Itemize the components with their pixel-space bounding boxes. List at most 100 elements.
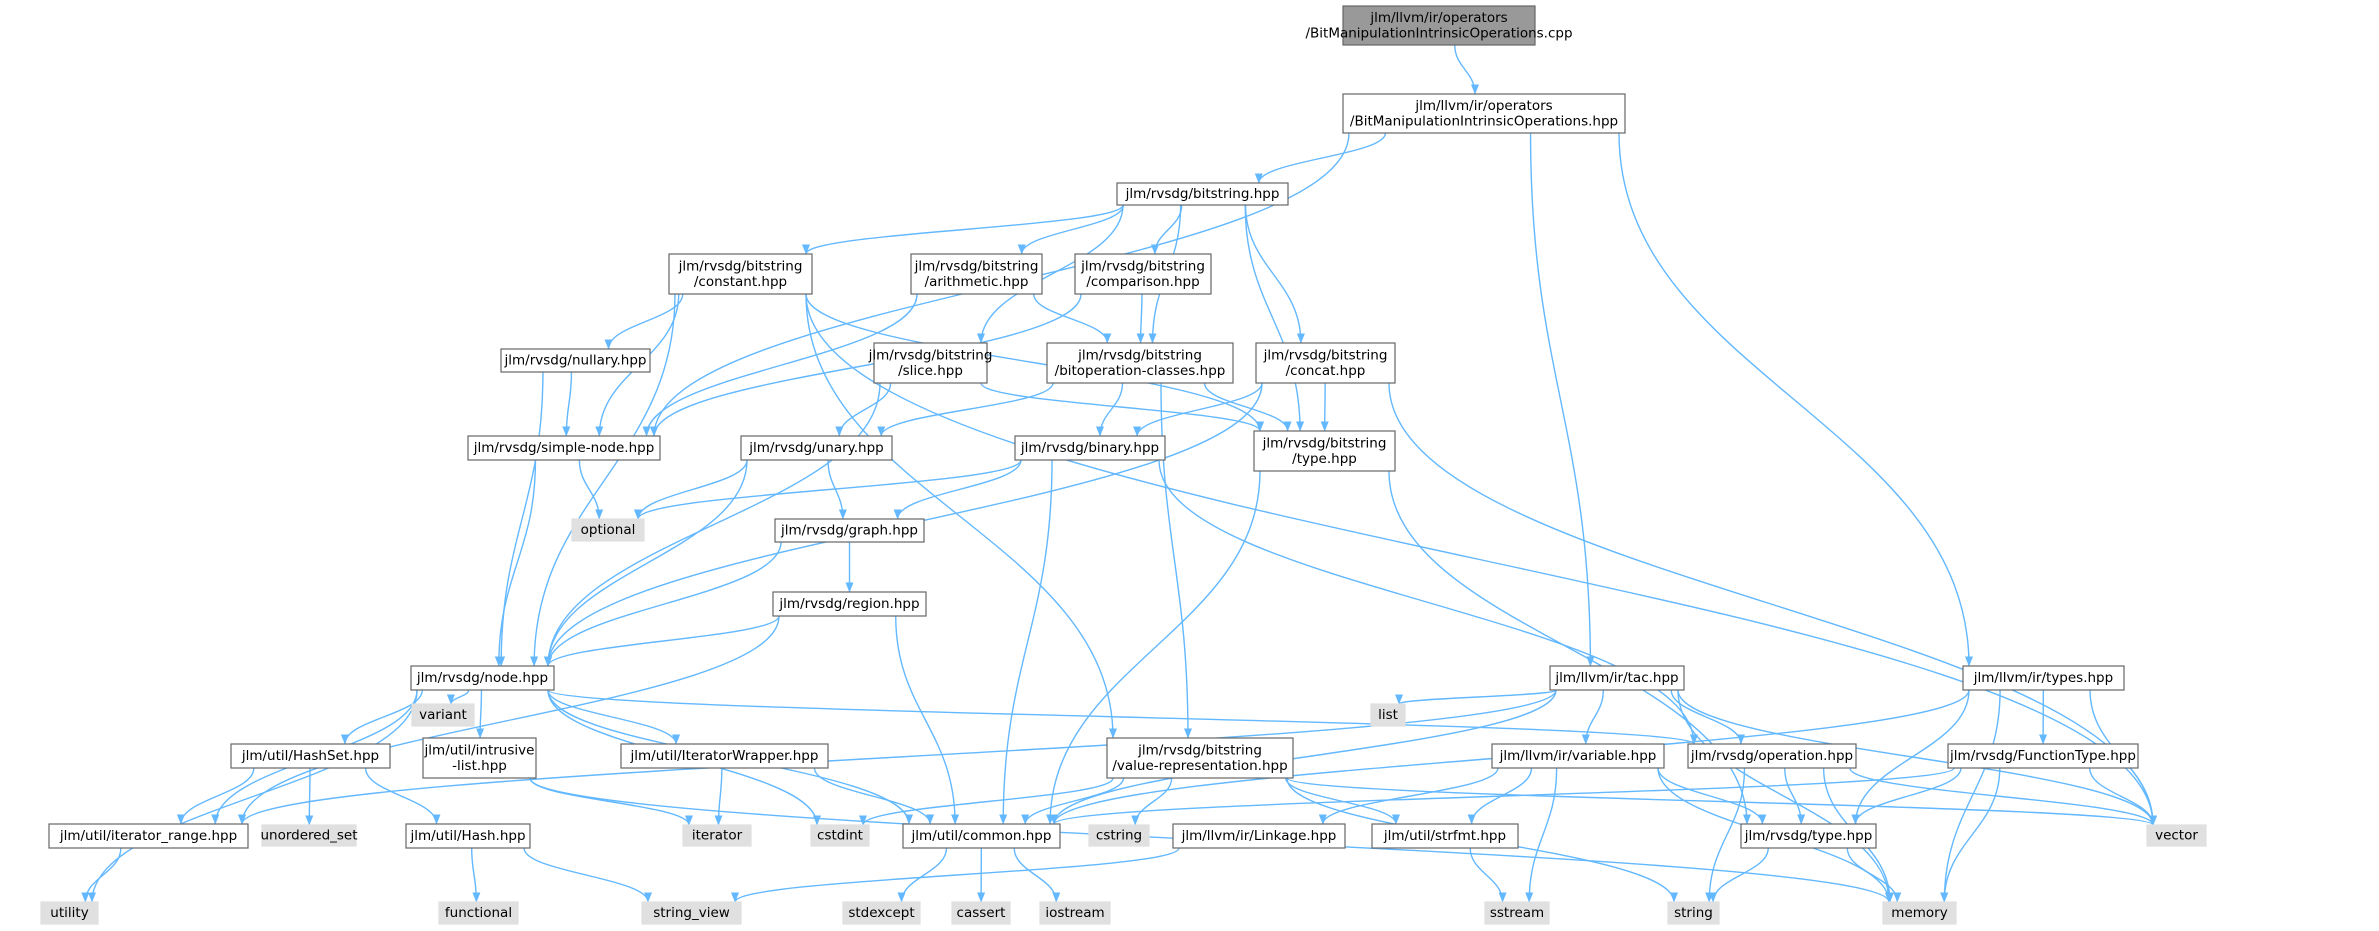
edge-valuerep_hpp-to-cstdint bbox=[859, 777, 1114, 826]
edge-bmio_hpp-to-bitstring_hpp bbox=[1254, 132, 1387, 184]
node-bitstring-hpp[interactable]: jlm/rvsdg/bitstring.hpp bbox=[1116, 182, 1289, 206]
node-simplenode-hpp[interactable]: jlm/rvsdg/simple-node.hpp bbox=[467, 435, 661, 461]
node-cstring: cstring bbox=[1088, 824, 1150, 847]
edge-node_hpp-to-iterwrap_hpp bbox=[547, 689, 681, 745]
node-box bbox=[810, 824, 870, 847]
node-variable-hpp[interactable]: jlm/llvm/ir/variable.hpp bbox=[1491, 743, 1665, 769]
edge-valuerep_hpp-to-strfmt_hpp bbox=[1285, 777, 1400, 825]
node-box bbox=[772, 591, 927, 617]
node-label: jlm/llvm/ir/operators bbox=[1369, 10, 1507, 26]
edge-region_hpp-to-common_hpp bbox=[895, 615, 960, 825]
node-label: cassert bbox=[957, 905, 1006, 921]
node-region-hpp[interactable]: jlm/rvsdg/region.hpp bbox=[772, 591, 927, 617]
edge-bitstring_hpp-to-constant_hpp bbox=[802, 204, 1124, 255]
edge-constant_hpp-to-vector bbox=[805, 293, 2157, 826]
node-intrusive-hpp[interactable]: jlm/util/intrusive-list.hpp bbox=[422, 737, 537, 779]
node-linkage-hpp[interactable]: jlm/llvm/ir/Linkage.hpp bbox=[1172, 823, 1346, 849]
edge-valuerep_hpp-to-vector bbox=[1286, 777, 2157, 826]
edge-node_hpp-to-intrusive_hpp bbox=[476, 689, 485, 739]
node-arithmetic-hpp[interactable]: jlm/rvsdg/bitstring/arithmetic.hpp bbox=[910, 253, 1043, 295]
edge-comparison_hpp-to-bitop_hpp bbox=[1136, 293, 1145, 344]
edge-region_hpp-to-node_hpp bbox=[544, 615, 780, 667]
node-label: jlm/rvsdg/bitstring bbox=[1262, 435, 1387, 451]
node-root[interactable]: jlm/llvm/ir/operators/BitManipulationInt… bbox=[1305, 5, 1573, 46]
node-box bbox=[1046, 342, 1234, 384]
edge-intrusive_hpp-to-iterator bbox=[529, 777, 693, 826]
node-comparison-hpp[interactable]: jlm/rvsdg/bitstring/comparison.hpp bbox=[1074, 253, 1212, 295]
node-label: string_view bbox=[653, 905, 730, 921]
edge-operation_hpp-to-rvtype_hpp bbox=[1784, 767, 1806, 825]
node-iterrange-hpp[interactable]: jlm/util/iterator_range.hpp bbox=[48, 823, 249, 849]
node-tac-hpp[interactable]: jlm/llvm/ir/tac.hpp bbox=[1549, 665, 1685, 691]
edge-bittype_hpp-to-rvtype_hpp bbox=[1388, 470, 1751, 825]
edge-hashset_hpp-to-hash_hpp bbox=[364, 767, 441, 825]
edge-variable_hpp-to-sstream bbox=[1525, 767, 1558, 903]
node-slice-hpp[interactable]: jlm/rvsdg/bitstring/slice.hpp bbox=[868, 342, 993, 384]
node-unordered-set: unordered_set bbox=[260, 824, 358, 847]
node-label: jlm/rvsdg/bitstring bbox=[868, 347, 993, 363]
node-label: stdexcept bbox=[848, 905, 914, 921]
edge-node_hpp-to-utility bbox=[88, 689, 418, 903]
edge-constant_hpp-to-node_hpp bbox=[530, 293, 676, 667]
node-graph-hpp[interactable]: jlm/rvsdg/graph.hpp bbox=[774, 518, 925, 543]
node-hash-hpp[interactable]: jlm/util/Hash.hpp bbox=[405, 823, 531, 849]
node-node-hpp[interactable]: jlm/rvsdg/node.hpp bbox=[410, 665, 555, 691]
edge-rvtype_hpp-to-memory bbox=[1846, 847, 1902, 903]
node-label: jlm/rvsdg/bitstring bbox=[1077, 347, 1202, 363]
node-label: jlm/rvsdg/simple-node.hpp bbox=[473, 440, 655, 456]
edge-valuerep_hpp-to-cstring bbox=[1131, 777, 1173, 826]
edge-tac_hpp-to-iterrange_hpp bbox=[238, 689, 1557, 825]
node-iterwrap-hpp[interactable]: jlm/util/IteratorWrapper.hpp bbox=[620, 743, 829, 769]
node-box bbox=[1172, 823, 1346, 849]
edge-binary_hpp-to-graph_hpp bbox=[893, 459, 1022, 520]
node-box bbox=[620, 743, 829, 769]
edge-slice_hpp-to-bittype_hpp bbox=[980, 382, 1264, 432]
node-box bbox=[668, 253, 813, 295]
node-label: jlm/rvsdg/bitstring bbox=[1137, 742, 1262, 758]
edge-bmio_hpp-to-types_hpp bbox=[1618, 132, 1973, 667]
node-rvtype-hpp[interactable]: jlm/rvsdg/type.hpp bbox=[1740, 823, 1877, 849]
edge-types_hpp-to-rvtype_hpp bbox=[1851, 689, 1970, 825]
edge-simplenode_hpp-to-node_hpp bbox=[494, 459, 537, 667]
node-label: iostream bbox=[1045, 905, 1104, 921]
node-box bbox=[1882, 901, 1957, 925]
node-concat-hpp[interactable]: jlm/rvsdg/bitstring/concat.hpp bbox=[1255, 342, 1396, 384]
edge-binary_hpp-to-operation_hpp bbox=[1158, 459, 1698, 745]
node-bitop-hpp[interactable]: jlm/rvsdg/bitstring/bitoperation-classes… bbox=[1046, 342, 1234, 384]
node-binary-hpp[interactable]: jlm/rvsdg/binary.hpp bbox=[1014, 435, 1166, 461]
node-constant-hpp[interactable]: jlm/rvsdg/bitstring/constant.hpp bbox=[668, 253, 813, 295]
node-iostream: iostream bbox=[1039, 901, 1111, 925]
node-box bbox=[1088, 824, 1150, 847]
node-valuerep-hpp[interactable]: jlm/rvsdg/bitstring/value-representation… bbox=[1106, 737, 1294, 779]
edge-arithmetic_hpp-to-bitop_hpp bbox=[1033, 293, 1112, 344]
node-box bbox=[1342, 5, 1536, 46]
node-strfmt-hpp[interactable]: jlm/util/strfmt.hpp bbox=[1371, 823, 1519, 849]
node-unary-hpp[interactable]: jlm/rvsdg/unary.hpp bbox=[740, 435, 893, 461]
node-bittype-hpp[interactable]: jlm/rvsdg/bitstring/type.hpp bbox=[1253, 430, 1396, 472]
node-box bbox=[1014, 435, 1166, 461]
node-box bbox=[1491, 743, 1665, 769]
node-common-hpp[interactable]: jlm/util/common.hpp bbox=[902, 823, 1061, 849]
node-label: /slice.hpp bbox=[898, 363, 963, 379]
node-label: memory bbox=[1891, 905, 1947, 921]
node-label: jlm/rvsdg/graph.hpp bbox=[780, 523, 918, 539]
node-bmio-hpp[interactable]: jlm/llvm/ir/operators/BitManipulationInt… bbox=[1342, 93, 1626, 134]
node-label: jlm/util/IteratorWrapper.hpp bbox=[630, 748, 819, 764]
edge-concat_hpp-to-binary_hpp bbox=[1133, 382, 1263, 437]
node-box bbox=[410, 665, 555, 691]
node-types-hpp[interactable]: jlm/llvm/ir/types.hpp bbox=[1962, 665, 2125, 691]
node-label: /bitoperation-classes.hpp bbox=[1055, 363, 1226, 379]
node-label: variant bbox=[419, 707, 467, 723]
node-cstdint: cstdint bbox=[810, 824, 870, 847]
node-label: list bbox=[1378, 707, 1398, 723]
edge-bitstring_hpp-to-slice_hpp bbox=[977, 204, 1124, 344]
node-hashset-hpp[interactable]: jlm/util/HashSet.hpp bbox=[230, 743, 391, 769]
edge-bittype_hpp-to-common_hpp bbox=[1046, 470, 1261, 825]
node-functype-hpp[interactable]: jlm/rvsdg/FunctionType.hpp bbox=[1947, 743, 2139, 769]
edge-variable_hpp-to-rvtype_hpp bbox=[1657, 767, 1767, 825]
node-box bbox=[1371, 823, 1519, 849]
node-functional: functional bbox=[438, 901, 519, 925]
node-nullary-hpp[interactable]: jlm/rvsdg/nullary.hpp bbox=[500, 348, 651, 373]
node-operation-hpp[interactable]: jlm/rvsdg/operation.hpp bbox=[1687, 743, 1857, 769]
node-box bbox=[1947, 743, 2139, 769]
